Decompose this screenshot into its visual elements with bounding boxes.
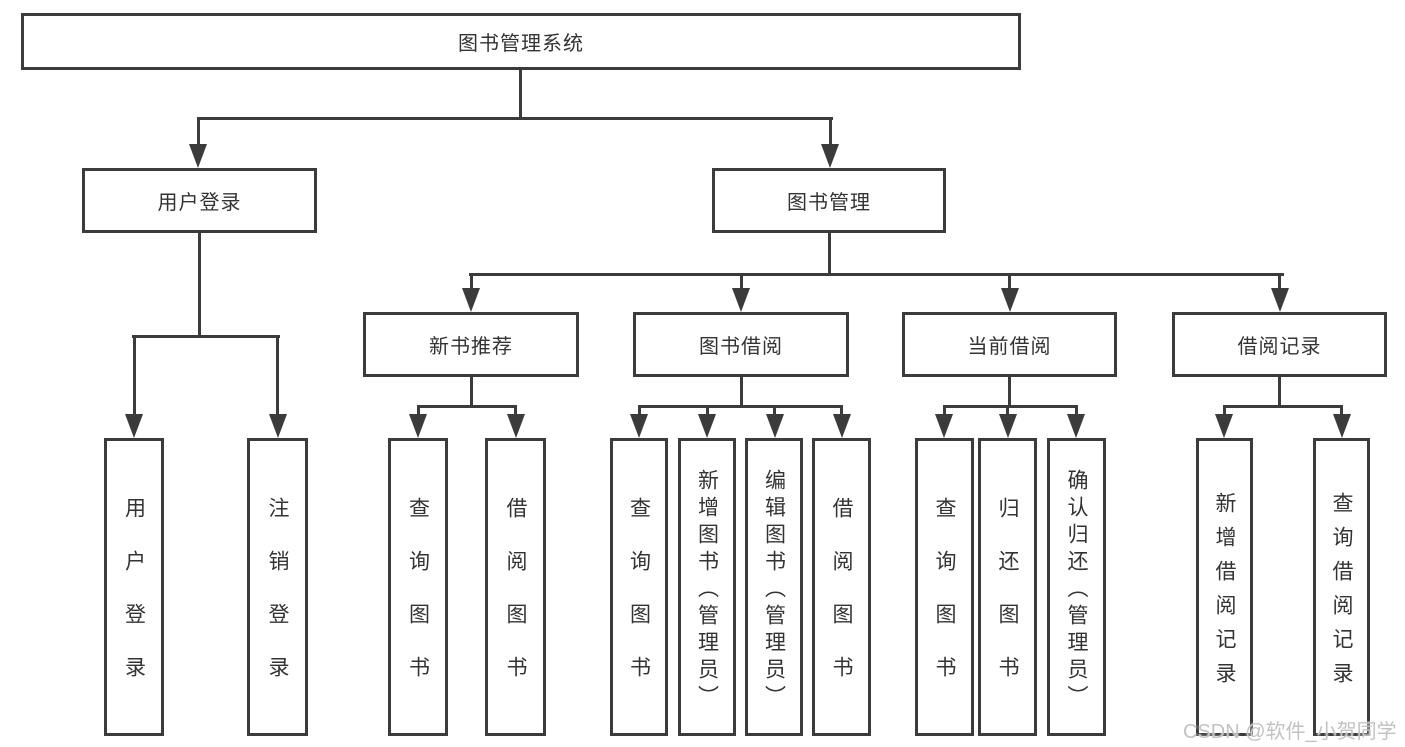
connector-line	[469, 273, 1284, 276]
leaf-label: 新增图书（管理员）	[695, 468, 719, 712]
arrowhead-icon	[462, 288, 480, 312]
connector-line	[828, 233, 831, 273]
connector-line	[1075, 405, 1078, 416]
arrowhead-icon	[189, 144, 207, 168]
arrowhead-icon	[698, 414, 716, 438]
arrowhead-icon	[1001, 288, 1019, 312]
connector-line	[132, 335, 280, 338]
connector-line	[943, 405, 1078, 408]
node-current-borrow: 当前借阅	[902, 312, 1117, 377]
arrowhead-icon	[935, 414, 953, 438]
leaf-query-books-current: 查询图书	[915, 438, 974, 736]
connector-line	[706, 405, 709, 416]
leaf-query-books-recommend: 查询图书	[388, 438, 448, 736]
arrowhead-icon	[1333, 414, 1351, 438]
node-borrow-records: 借阅记录	[1172, 312, 1387, 377]
connector-line	[840, 405, 843, 416]
leaf-label: 注销登录	[266, 497, 289, 709]
leaf-label: 查询借阅记录	[1330, 491, 1353, 696]
arrowhead-icon	[125, 414, 143, 438]
leaf-label: 新增借阅记录	[1213, 491, 1236, 696]
leaf-return-book: 归还图书	[978, 438, 1037, 736]
connector-line	[133, 335, 136, 416]
node-user-login: 用户登录	[82, 168, 317, 233]
connector-line	[1223, 405, 1343, 408]
leaf-label: 确认归还（管理员）	[1065, 468, 1088, 712]
connector-line	[417, 405, 517, 408]
leaf-label: 归还图书	[996, 497, 1019, 709]
leaf-label: 用户登录	[122, 497, 146, 709]
leaf-label: 借阅图书	[504, 497, 527, 709]
node-new-book-recommend: 新书推荐	[363, 312, 579, 377]
leaf-logout: 注销登录	[247, 438, 308, 736]
leaf-confirm-return-admin: 确认归还（管理员）	[1047, 438, 1106, 736]
connector-line	[197, 117, 200, 147]
connector-line	[1223, 405, 1226, 416]
leaf-borrow-books-recommend: 借阅图书	[485, 438, 546, 736]
leaf-label: 查询图书	[627, 497, 651, 709]
leaf-label: 查询图书	[406, 497, 430, 709]
connector-line	[943, 405, 946, 416]
leaf-label: 编辑图书（管理员）	[762, 468, 786, 712]
leaf-borrow-books: 借阅图书	[812, 438, 871, 736]
connector-line	[1006, 405, 1009, 416]
leaf-edit-book-admin: 编辑图书（管理员）	[745, 438, 803, 736]
arrowhead-icon	[1271, 288, 1289, 312]
leaf-add-book-admin: 新增图书（管理员）	[678, 438, 736, 736]
node-book-borrow: 图书借阅	[633, 312, 849, 377]
arrowhead-icon	[1215, 414, 1233, 438]
arrowhead-icon	[999, 414, 1017, 438]
arrowhead-icon	[507, 414, 525, 438]
leaf-user-login: 用户登录	[104, 438, 164, 736]
connector-line	[1340, 405, 1343, 416]
connector-line	[638, 405, 641, 416]
arrowhead-icon	[766, 414, 784, 438]
leaf-query-borrow-record: 查询借阅记录	[1313, 438, 1370, 736]
node-book-management: 图书管理	[712, 168, 946, 233]
connector-line	[740, 377, 743, 405]
arrowhead-icon	[409, 414, 427, 438]
watermark: CSDN @软件_小贺同学	[1183, 721, 1397, 743]
arrowhead-icon	[821, 144, 839, 168]
connector-line	[197, 117, 833, 120]
arrowhead-icon	[732, 288, 750, 312]
connector-line	[638, 405, 843, 408]
connector-line	[470, 273, 473, 290]
connector-line	[519, 70, 522, 117]
connector-line	[829, 117, 832, 147]
connector-line	[276, 335, 279, 416]
node-root: 图书管理系统	[21, 13, 1021, 70]
connector-line	[1278, 273, 1281, 290]
arrowhead-icon	[269, 414, 287, 438]
connector-line	[514, 405, 517, 416]
arrowhead-icon	[630, 414, 648, 438]
connector-line	[1278, 377, 1281, 405]
connector-line	[417, 405, 420, 416]
connector-line	[1008, 273, 1011, 290]
arrowhead-icon	[1067, 414, 1085, 438]
arrowhead-icon	[833, 414, 851, 438]
leaf-query-books-borrow: 查询图书	[610, 438, 668, 736]
connector-line	[1008, 377, 1011, 405]
connector-line	[198, 233, 201, 335]
connector-line	[470, 377, 473, 405]
leaf-add-borrow-record: 新增借阅记录	[1196, 438, 1253, 736]
leaf-label: 借阅图书	[830, 497, 853, 709]
leaf-label: 查询图书	[933, 497, 956, 709]
connector-line	[773, 405, 776, 416]
connector-line	[740, 273, 743, 290]
